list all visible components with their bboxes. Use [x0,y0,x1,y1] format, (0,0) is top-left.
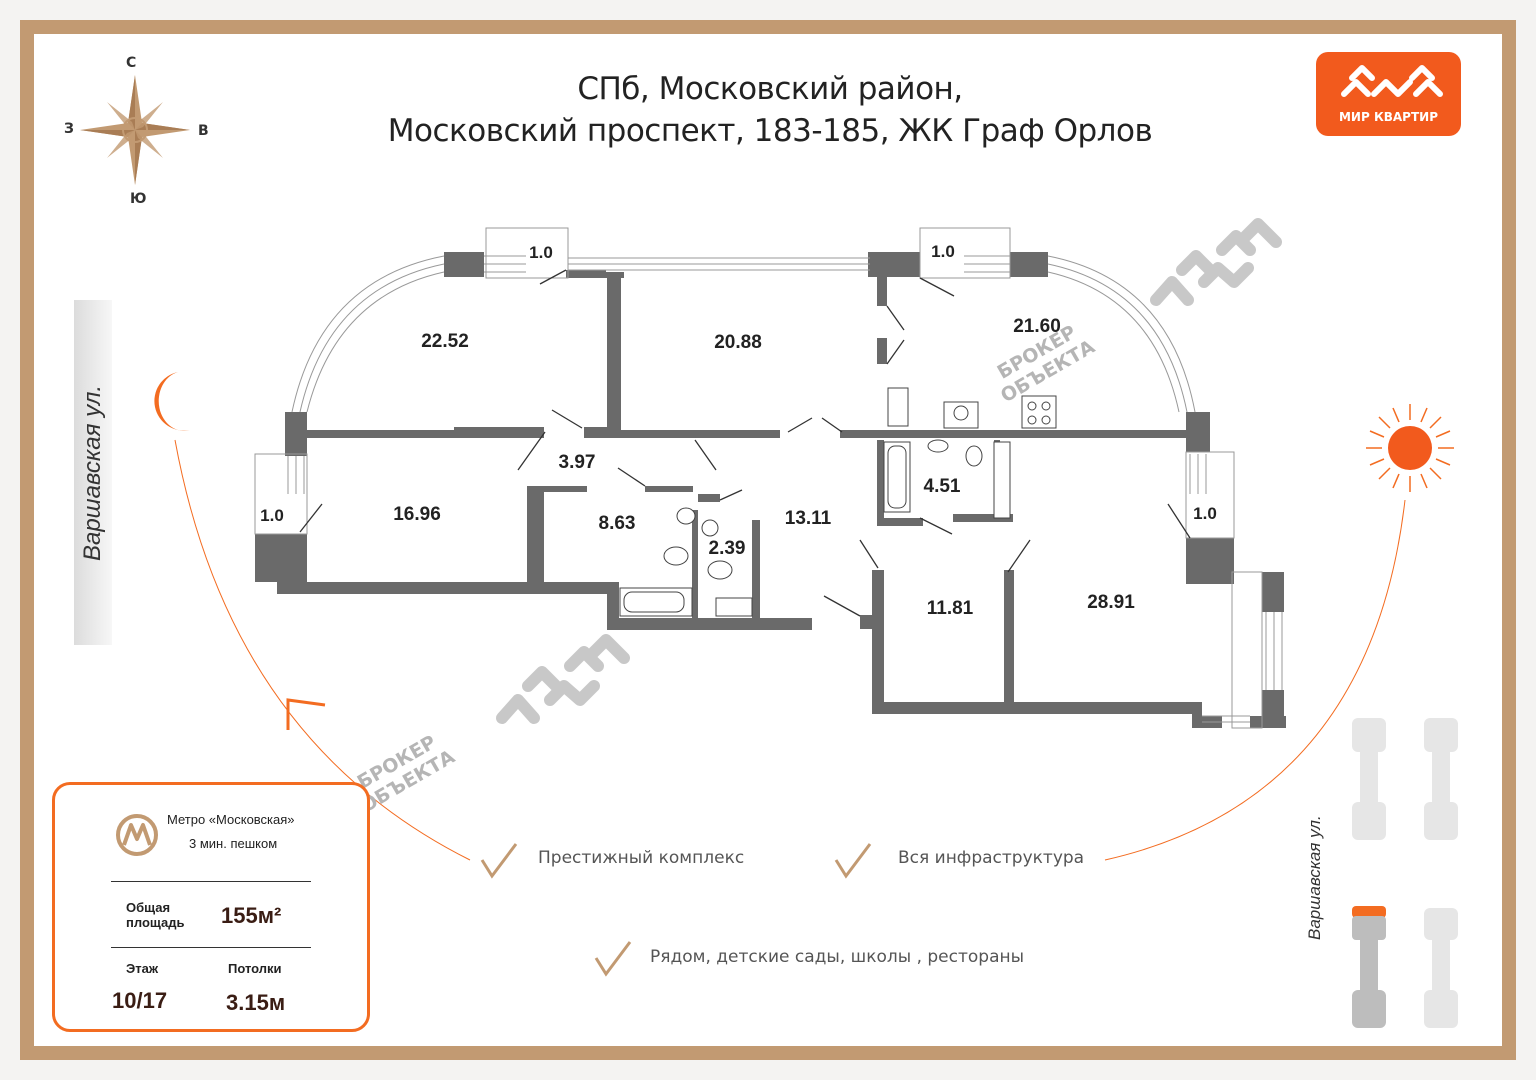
floor-value: 10/17 [112,988,168,1013]
balcony-area-label: 1.0 [931,242,955,261]
room-area-label: 16.96 [393,504,441,525]
compass-south-label: Ю [130,191,147,207]
sun-icon [1366,404,1454,492]
room-area-label: 11.81 [926,598,974,619]
balcony-area-label: 1.0 [529,243,553,262]
room-area-label: 21.60 [1013,316,1061,337]
compass-rose-icon [80,75,190,185]
feature-item: Вся инфраструктура [898,848,1085,868]
street-left: Варшавская ул. [74,300,112,645]
feature-item: Рядом, детские сады, школы , рестораны [650,947,1025,967]
room-area-label: 22.52 [421,331,469,352]
ceiling-value: 3.15м [226,990,286,1015]
building-block-icon [1352,718,1458,1028]
page-title: СПб, Московский район, Московский проспе… [350,68,1190,152]
area-label-line-2: площадь [126,915,185,930]
ceiling-label: Потолки [228,961,282,976]
title-line-2: Московский проспект, 183-185, ЖК Граф Ор… [387,113,1153,149]
building-location-map [1352,718,1458,1028]
check-icon [834,843,872,879]
room-area-label: 4.51 [923,476,961,497]
room-area-label: 13.11 [784,508,832,529]
balcony-area-label: 1.0 [1193,504,1217,523]
divider [111,947,311,948]
compass-west-label: З [64,121,74,137]
floor-plan-windows [254,227,1283,729]
sun-path-left-arc [174,439,471,861]
compass-north-label: С [126,55,137,71]
metro-walk-time: 3 мин. пешком [189,836,278,851]
room-area-label: 2.39 [708,538,746,559]
sun-path-right-arc [1104,499,1406,861]
metro-station-name: Метро «Московская» [167,812,295,827]
divider [111,881,311,882]
floor-plan-doors [299,269,1191,617]
area-label: Общая площадь [126,900,184,930]
sun-path-arrow-icon [286,698,326,730]
floor-label: Этаж [126,961,159,976]
room-area-label: 28.91 [1087,592,1135,613]
logo-mark-icon [1341,65,1443,97]
balcony-area-label: 1.0 [260,506,284,525]
room-area-label: 8.63 [598,513,636,534]
feature-item: Престижный комплекс [538,848,745,868]
floor-plan-walls [255,252,1286,728]
room-area-label: 3.97 [558,452,596,473]
area-value: 155м² [221,903,282,928]
area-label-line-1: Общая [126,900,171,915]
check-icon [594,941,632,977]
room-area-label: 20.88 [714,332,762,353]
check-icon [480,843,518,879]
brand-logo: МИР КВАРТИР [1316,52,1461,136]
title-line-1: СПб, Московский район, [577,71,963,107]
logo-text: МИР КВАРТИР [1338,110,1439,124]
floor-plan-fixtures [619,387,1057,617]
compass-east-label: В [198,123,209,139]
current-building-icon [1352,906,1386,1028]
info-card: Метро «Московская» 3 мин. пешком Общая п… [52,782,370,1032]
watermark-logo-icon [496,218,1282,724]
metro-icon [116,814,158,856]
street-right-label: Варшавская ул. [1305,815,1324,940]
